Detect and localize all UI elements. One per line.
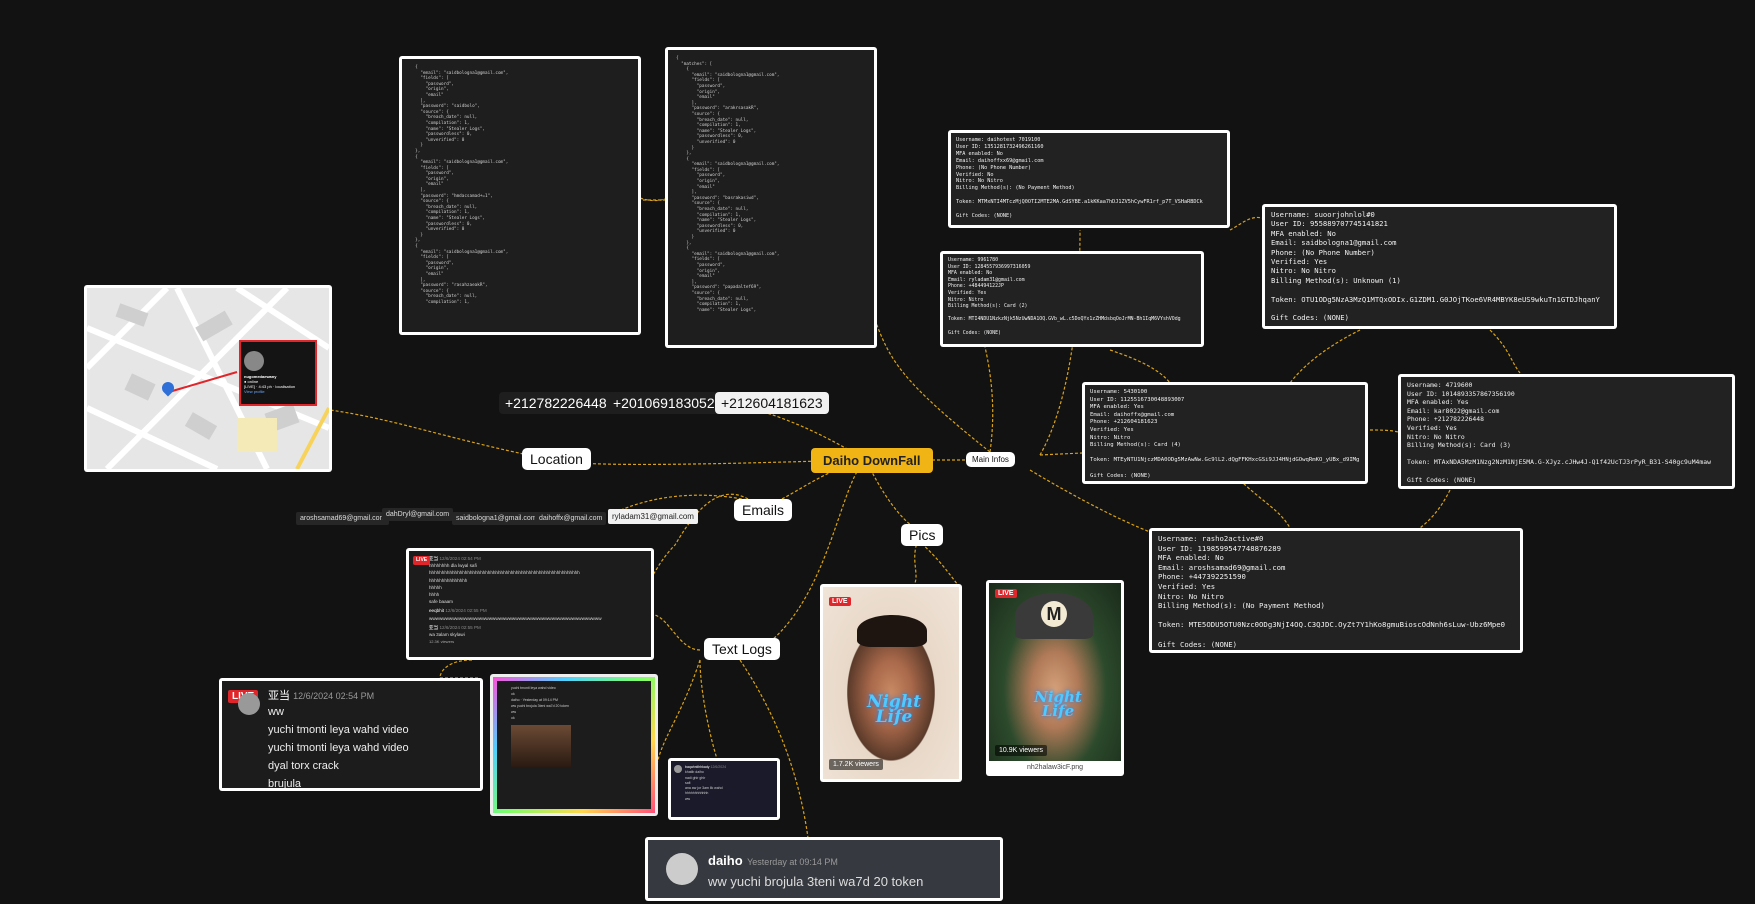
info-card-rasho: Username: rasho2active#0 User ID: 119859… — [1149, 528, 1523, 653]
info-card-card2: Username: 9961780 User ID: 1284557936997… — [940, 251, 1204, 347]
profile-detail: [LIVE] · 4:43 ph · localisation — [244, 384, 296, 389]
chat-line: safi — [685, 780, 691, 785]
hair — [857, 615, 927, 647]
info-card-text: Username: 5430100 User ID: 1125516730048… — [1085, 385, 1365, 481]
profile-username: nugomedaewany — [244, 374, 277, 379]
chat-time: 12/6/2024 02:55 PM — [439, 624, 481, 630]
live-badge: LIVE — [413, 556, 431, 566]
cap-emblem-icon: M — [1041, 601, 1067, 627]
text-logs-node[interactable]: Text Logs — [704, 638, 780, 660]
live-badge: LIVE — [829, 597, 851, 606]
chat-message: ww yuchi brojula 3teni wa7d 20 token — [708, 874, 924, 889]
info-card-card3: Username: 4719600 User ID: 1014893357867… — [1398, 374, 1735, 489]
profile-link[interactable]: View profile — [244, 389, 265, 394]
pics-node[interactable]: Pics — [901, 524, 944, 546]
chat-line: hhhhhhhhhhhhhhhhhhhhhhhhhhhhhhhhhhhhhhhh… — [429, 570, 580, 576]
info-card-text: Username: rasho2active#0 User ID: 119859… — [1152, 531, 1520, 650]
viewer-count: 10.9K viewers — [995, 745, 1047, 756]
chat-line: ww yuchi brojula 3teni wa7d 20 token — [511, 704, 569, 708]
chat-line: khatib daiho — [685, 770, 704, 775]
chat-screenshot-top: LIVE 亚当 12/6/2024 02:54 PM hhhhhhhh dla … — [406, 548, 654, 660]
pic-caption: nh2halaw3icF.png — [1026, 764, 1084, 771]
chat-line: ww — [268, 706, 284, 718]
chat-line: hhhhhhhh dla lwyal safi — [429, 563, 477, 569]
phone-node-1[interactable]: +212782226448 — [499, 392, 613, 414]
chat-user: eeqbhit — [429, 608, 445, 614]
location-node[interactable]: Location — [522, 448, 591, 470]
chat-time: Yesterday at 09:14 PM — [747, 857, 838, 867]
chat-user: 亚当 — [429, 624, 439, 630]
chat-screenshot-rainbow: yuchi tmonti leya wahd video ok daiho · … — [490, 674, 658, 816]
info-card-text: Username: 4719600 User ID: 1014893357867… — [1401, 377, 1732, 486]
email-node-2[interactable]: dahDryl@gmail.com — [382, 508, 454, 521]
chat-line: ok — [511, 716, 515, 720]
chat-time: 12/6/2024 02:55 PM — [445, 608, 487, 614]
info-card-card4: Username: 5430100 User ID: 1125516730048… — [1082, 382, 1368, 484]
root-node[interactable]: Daiho DownFall — [811, 448, 933, 473]
chat-line: yuchi tmonti leya wahd video — [268, 742, 409, 754]
info-card-text: Username: suoorjohnlol#0 User ID: 955889… — [1265, 207, 1614, 326]
chat-user: baqahniihhkady — [685, 765, 710, 769]
email-node-4[interactable]: daihoffx@gmail.com — [535, 512, 607, 525]
map-screenshot: nugomedaewany ● online [LIVE] · 4:43 ph … — [84, 285, 332, 472]
chat-line: ww — [511, 710, 517, 714]
chat-line: wa 3alam skylawi — [429, 632, 465, 638]
chat-line: ok — [511, 692, 515, 696]
chat-time: 12/6/2024 02:54 PM — [293, 691, 375, 701]
phone-node-3[interactable]: +212604181623 — [715, 392, 829, 414]
profile-status: ● online — [244, 379, 259, 384]
live-badge: LIVE — [995, 589, 1017, 598]
info-card-text: Username: 9961780 User ID: 1284557936997… — [943, 254, 1201, 344]
map-profile-card[interactable]: nugomedaewany ● online [LIVE] · 4:43 ph … — [239, 340, 317, 406]
chat-line: hhhh — [429, 592, 440, 598]
chat-avatar — [674, 765, 682, 773]
chat-line: yuchi tmonti leya wahd video — [511, 686, 556, 690]
json-screenshot-1: { "email": "saidbologna1@gmail.com", "fi… — [399, 56, 641, 335]
chat-line: safe baaam — [429, 599, 454, 605]
email-node-3[interactable]: saidbologna1@gmail.com — [452, 512, 541, 525]
chat-line: hhhhh — [429, 584, 442, 590]
chat-line: nadi ghir ghir — [685, 775, 706, 780]
main-infos-node[interactable]: Main Infos — [966, 452, 1015, 467]
chat-time: 12/6/2024 02:54 PM — [439, 556, 481, 561]
info-card-daihotest: Username: daihotest 7019100 User ID: 135… — [948, 130, 1230, 228]
chat-user: 亚当 — [268, 690, 290, 702]
info-card-suoor: Username: suoorjohnlol#0 User ID: 955889… — [1262, 204, 1617, 329]
phone-node-2[interactable]: +201069183052 — [607, 392, 721, 414]
chat-line: dyal torx crack — [268, 760, 339, 772]
chat-screenshot-bottom: daiho Yesterday at 09:14 PM ww yuchi bro… — [645, 837, 1003, 901]
json-text: { "email": "saidbologna1@gmail.com", "fi… — [415, 65, 509, 305]
chat-line: yuchi tmonti leya wahd video — [268, 724, 409, 736]
chat-line: wwwwwwwwwwwwwwwwwwwwwwwwwwwwwwwwwwwwwwww… — [429, 615, 602, 621]
json-screenshot-2: { "matches": [ { "email": "saidbologna1@… — [665, 47, 877, 348]
email-node-1[interactable]: aroshsamad69@gmail.com — [296, 512, 390, 525]
profile-avatar — [244, 351, 264, 371]
chat-line: hhhhhhhhhhhhhhh — [429, 577, 468, 583]
chat-user: daiho — [708, 853, 743, 868]
chat-screenshot-big: LIVE 亚当 12/6/2024 02:54 PM ww yuchi tmon… — [219, 678, 483, 791]
chat-user: 亚当 — [429, 556, 439, 561]
chat-time: 12/6/2024 — [710, 765, 727, 769]
chat-line: ana aw jor 3am lik wahd — [685, 786, 723, 791]
emails-node[interactable]: Emails — [734, 499, 793, 521]
chat-line: daiho · Yesterday at 09:14 PM — [511, 698, 558, 702]
chat-avatar — [238, 693, 260, 715]
chat-line: brujula — [268, 778, 302, 788]
email-node-5[interactable]: ryladam31@gmail.com — [608, 509, 698, 524]
chat-attached-image — [511, 725, 571, 767]
info-card-text: Username: daihotest 7019100 User ID: 135… — [951, 133, 1227, 225]
viewer-count: 1.7.2K viewers — [829, 759, 883, 770]
chat-line: hhhhhhhhhhhh — [685, 791, 709, 796]
viewer-count: 12.3K viewers — [429, 639, 455, 645]
chat-line: ww — [685, 796, 691, 801]
chat-screenshot-small: baqahniihhkady 12/6/2024 khatib daiho na… — [668, 758, 780, 820]
chat-avatar — [666, 853, 698, 885]
json-text: { "matches": [ { "email": "saidbologna1@… — [676, 56, 780, 313]
